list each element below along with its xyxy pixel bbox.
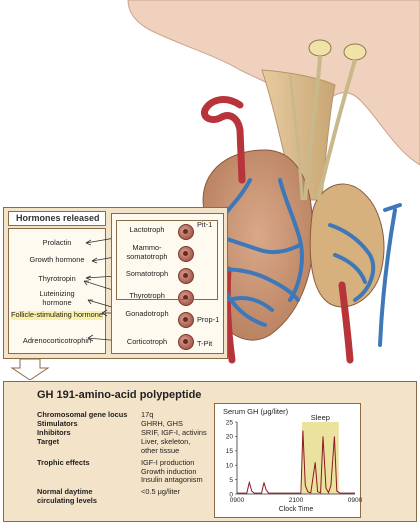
gh-chart-svg: Sleep Serum GH (μg/liter) 0 5 10 15 20 25 0900 21…	[223, 407, 362, 513]
pit1-bracket	[116, 220, 218, 300]
hypothalamic-neurons	[288, 39, 367, 201]
tf-prop1: Prop-1	[197, 315, 220, 324]
gh-row-value-trophic: IGF-I production Growth induction Insuli…	[141, 458, 203, 485]
gh-panel: GH 191-amino-acid polypeptide Chromosoma…	[3, 381, 417, 522]
y-tick-label: 25	[226, 419, 234, 426]
y-tick-label: 0	[229, 491, 233, 498]
cell-corticotroph: Corticotroph	[126, 337, 168, 346]
x-tick-label: 0900	[230, 497, 245, 504]
gonadotroph-cell-icon	[178, 312, 194, 328]
hormone-growth-hormone: Growth hormone	[29, 255, 85, 264]
y-tick-label: 20	[226, 434, 234, 441]
gh-series-line	[237, 430, 355, 494]
hormones-panel: Hormones released Prolactin Growth hormo…	[3, 207, 228, 359]
gh-row-label-levels: Normal daytime circulating levels	[37, 487, 97, 505]
corticotroph-cell-icon	[178, 334, 194, 350]
gh-row-label-target: Target	[37, 437, 60, 446]
gh-row-label-stimulators: Stimulators	[37, 419, 78, 428]
gh-title: GH 191-amino-acid polypeptide	[37, 389, 202, 401]
gh-row-value-stimulators: GHRH, GHS	[141, 419, 183, 428]
hormone-prolactin: Prolactin	[42, 238, 72, 247]
gh-row-label-trophic: Trophic effects	[37, 458, 90, 467]
hormone-fsh: Follicle-stimulating hormone	[11, 310, 104, 320]
sleep-label: Sleep	[311, 413, 330, 422]
hypophyseal-artery	[201, 96, 246, 184]
tf-pit1: Pit-1	[197, 220, 213, 229]
x-tick-label: 2100	[289, 497, 304, 504]
thyrotroph-cell-icon	[178, 290, 194, 306]
cell-lactotroph: Lactotroph	[129, 225, 165, 234]
cell-mammo-somatotroph: Mammo-somatotroph	[126, 243, 168, 261]
gh-row-value-locus: 17q	[141, 410, 154, 419]
hormone-thyrotropin: Thyrotropin	[38, 274, 76, 283]
gh-row-label-locus: Chromosomal gene locus	[37, 410, 128, 419]
posterior-pituitary	[309, 183, 385, 308]
tf-tpit: T-Pit	[197, 339, 213, 348]
hormones-header: Hormones released	[8, 211, 106, 226]
x-axis-label: Clock Time	[279, 506, 314, 513]
y-tick-label: 15	[226, 448, 234, 455]
gh-chart: Sleep Serum GH (μg/liter) 0 5 10 15 20 25 0900 21…	[214, 403, 362, 518]
cell-somatotroph: Somatotroph	[125, 269, 169, 278]
panel-arrow	[10, 358, 50, 380]
cell-gonadotroph: Gonadotroph	[125, 309, 169, 318]
hormone-acth: Adrenocorticotrophin	[22, 336, 92, 345]
chart-title: Serum GH (μg/liter)	[223, 407, 289, 416]
gh-row-label-inhibitors: Inhibitors	[37, 428, 71, 437]
lactotroph-cell-icon	[178, 224, 194, 240]
cell-thyrotroph: Thyrotroph	[129, 291, 165, 300]
mammo-somatotroph-cell-icon	[178, 246, 194, 262]
hormone-list: Prolactin Growth hormone Thyrotropin Lut…	[8, 228, 106, 354]
y-tick-label: 10	[226, 463, 234, 470]
cell-types-box: Lactotroph Mammo-somatotroph Somatotroph…	[111, 213, 224, 354]
y-tick-label: 5	[229, 477, 233, 484]
gh-row-value-target: Liver, skeleton, other tissue	[141, 437, 191, 455]
somatotroph-cell-icon	[178, 268, 194, 284]
x-tick-label: 0900	[348, 497, 362, 504]
gh-row-value-inhibitors: SRIF, IGF-I, activins	[141, 428, 207, 437]
hormone-luteinizing: Luteinizing hormone	[39, 289, 75, 307]
gh-row-value-levels: <0.5 μg/liter	[141, 487, 180, 496]
